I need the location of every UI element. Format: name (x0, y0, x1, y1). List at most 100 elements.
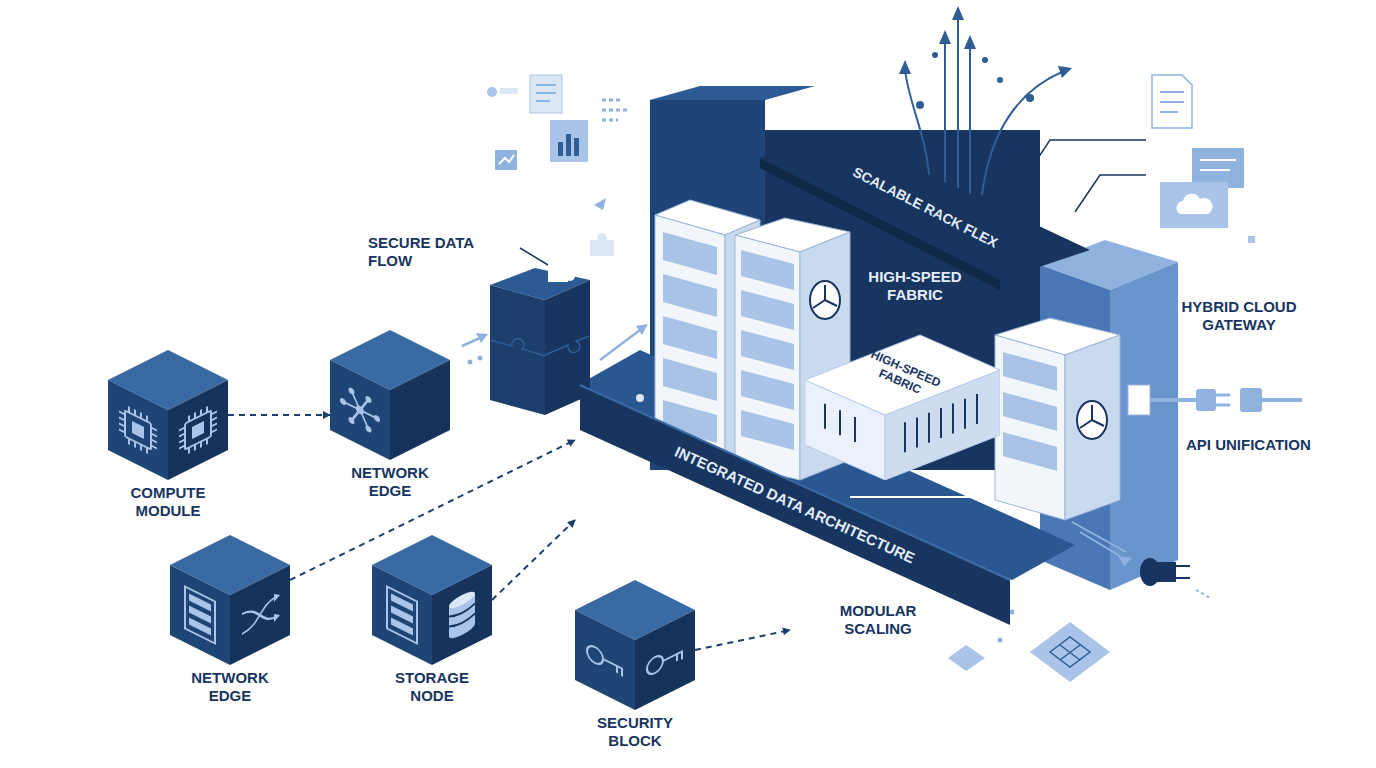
floating-icons (536, 84, 556, 86)
puzzle-block (565, 271, 575, 281)
node-label: COMPUTE MODULE (116, 484, 220, 520)
server-tower (663, 358, 717, 401)
cube-shape (194, 445, 196, 451)
cube-shape (146, 448, 148, 454)
cube-shape (387, 587, 417, 644)
server-tower (1003, 432, 1057, 471)
switch-box-shape (824, 404, 826, 429)
cube-shape (108, 350, 228, 480)
cube-shape (108, 380, 168, 480)
cube-shape (449, 589, 475, 612)
floating-icons (536, 92, 556, 94)
switch-box-shape (964, 399, 966, 429)
cube-shape (189, 618, 211, 636)
callout-label: SECURE DATA FLOW (368, 234, 516, 270)
rack-band: SCALABLE RACK FLEX (760, 140, 1090, 290)
switch-box-shape (854, 417, 856, 442)
cube-shape (179, 446, 185, 449)
cube-shape (274, 591, 280, 602)
cube-shape (366, 395, 372, 404)
fabric-switch-box: HIGH-SPEED FABRIC (805, 330, 1000, 480)
cube-shape (374, 414, 380, 423)
puzzle-block (597, 233, 607, 243)
switch-box-shape (928, 413, 930, 443)
data-stream-arrows (905, 16, 1062, 195)
data-stream-arrowheads (916, 101, 924, 109)
switch-box-shape (952, 403, 954, 433)
data-stream-arrowheads (932, 52, 938, 58)
server-tower (1077, 401, 1107, 439)
switch-box-shape (904, 422, 906, 452)
compute-cube: COMPUTE MODULE (108, 350, 228, 520)
cube-shape (140, 413, 142, 419)
cube-shape (119, 412, 125, 415)
platform-top-face (850, 486, 1018, 497)
cable-and-chips (1176, 565, 1190, 567)
cube-shape (432, 565, 492, 665)
api-plug (1128, 385, 1302, 415)
platform-top-face (636, 394, 644, 402)
server-tower (663, 316, 717, 359)
data-stream-arrowheads (952, 6, 964, 20)
cube-shape (211, 418, 217, 421)
server-tower (1080, 405, 1104, 428)
puzzle-block (545, 336, 590, 355)
cube-shape (587, 643, 603, 667)
cube-shape (575, 580, 695, 710)
floating-icons (602, 99, 622, 102)
node-label: SECURITY BLOCK (583, 714, 687, 750)
server-tower (810, 281, 840, 319)
server-tower (995, 335, 1065, 520)
network-cube: NETWORK EDGE (330, 330, 450, 500)
api-plug (1216, 394, 1230, 397)
api-plug (1262, 398, 1302, 402)
cube-shape (140, 445, 142, 451)
server-tower (663, 274, 717, 317)
cube-shape (134, 410, 136, 416)
cube-shape (168, 380, 228, 480)
puzzle-block (476, 333, 488, 343)
document-icons (1160, 101, 1184, 103)
cube-shape (194, 413, 196, 419)
cube-shape (635, 610, 695, 710)
cube-shape (128, 407, 130, 413)
puzzle-block (462, 338, 480, 346)
cube-shape (179, 402, 217, 459)
cube-shape (575, 610, 635, 710)
cube-shape (151, 428, 157, 431)
server-tower (1065, 335, 1120, 520)
cube-shape (170, 565, 230, 665)
server-tower (663, 232, 717, 275)
server-tower (1003, 392, 1057, 431)
server-tower (1003, 352, 1057, 391)
api-plug (1196, 389, 1216, 411)
cable-and-chips (1072, 522, 1126, 552)
network-cube: NETWORK EDGE (170, 535, 290, 705)
cube-shape (188, 448, 190, 454)
callout-label: MODULAR SCALING (834, 602, 922, 638)
cube-shape (366, 424, 372, 433)
cable-and-chips (948, 645, 985, 671)
cube-shape (274, 611, 280, 622)
cube-shape (349, 387, 355, 396)
cube-shape (211, 430, 217, 433)
cube-shape (200, 410, 202, 416)
server-tower (735, 235, 800, 480)
puzzle-block (600, 330, 640, 360)
cube-shape (330, 330, 450, 460)
cube-shape (647, 653, 663, 677)
cable-and-chips (1196, 590, 1210, 598)
data-stream-arrows (957, 16, 959, 195)
floating-icons (495, 150, 517, 170)
server-tower (741, 250, 794, 290)
leader-line (1075, 175, 1146, 212)
cube-shape (340, 382, 380, 437)
data-stream-arrowheads (964, 35, 976, 49)
fabric-label: HIGH-SPEED FABRIC (866, 268, 964, 304)
cable-and-chips (1176, 577, 1190, 579)
floating-icons (594, 198, 606, 210)
cable-and-chips (1030, 622, 1110, 682)
cube-shape (146, 416, 148, 422)
cube-shape (391, 618, 413, 636)
switch-box-shape (839, 410, 841, 435)
